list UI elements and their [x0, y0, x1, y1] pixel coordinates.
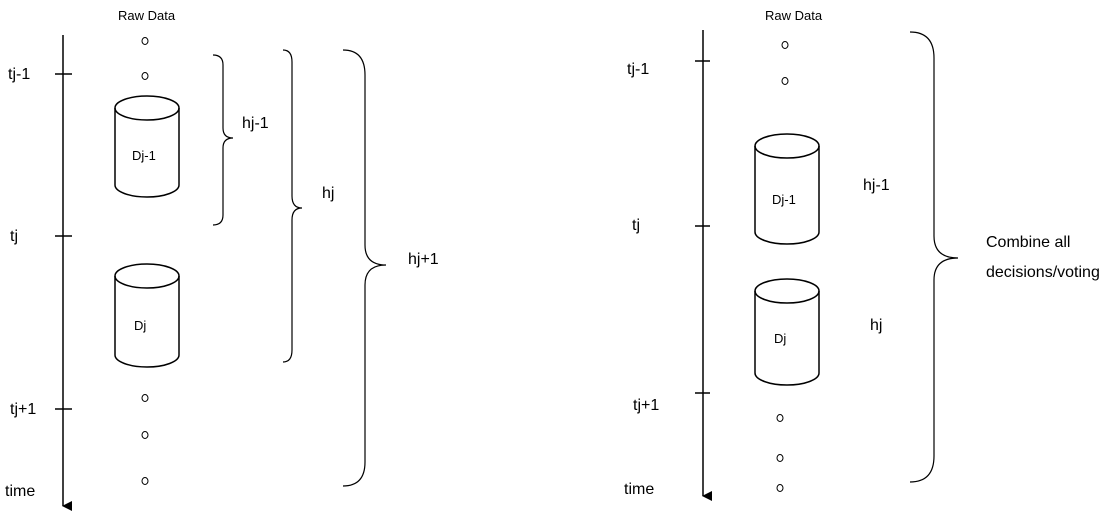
right-db2-label: Dj: [774, 331, 786, 346]
right-h1-label: hj-1: [863, 177, 890, 194]
left-ellipsis-dot: [141, 37, 149, 45]
left-h2-label: hj: [322, 185, 334, 202]
right-ellipsis-dot: [776, 484, 784, 492]
left-ellipsis-dot: [141, 72, 149, 80]
right-ellipsis-dot: [781, 41, 789, 49]
left-time-label: time: [5, 483, 35, 500]
left-brace-hj-minus-1: [212, 54, 234, 226]
left-h3-label: hj+1: [408, 251, 439, 268]
left-database-dj: Dj: [114, 263, 180, 368]
left-panel: Raw Data tj-1 tj tj+1 time Dj-1 Dj hj-1: [5, 8, 439, 511]
right-ellipsis-dot: [776, 454, 784, 462]
left-database-dj-minus-1: Dj-1: [114, 95, 180, 198]
left-db1-label: Dj-1: [132, 148, 156, 163]
left-raw-data-label: Raw Data: [118, 8, 176, 23]
right-raw-data-label: Raw Data: [765, 8, 823, 23]
left-brace-hj: [282, 49, 303, 363]
right-tick-label-tj-minus-1: tj-1: [627, 61, 649, 78]
right-db1-label: Dj-1: [772, 192, 796, 207]
right-database-dj: Dj: [754, 278, 820, 386]
left-ellipsis-dot: [141, 394, 149, 402]
right-tick-label-tj-plus-1: tj+1: [633, 397, 659, 414]
right-h2-label: hj: [870, 317, 882, 334]
left-tick-label-tj: tj: [10, 228, 18, 245]
right-database-dj-minus-1: Dj-1: [754, 133, 820, 245]
right-tick-label-tj: tj: [632, 217, 640, 234]
right-time-label: time: [624, 481, 654, 498]
left-ellipsis-dot: [141, 431, 149, 439]
right-combine-line1: Combine all: [986, 234, 1070, 251]
right-combine-brace: [909, 31, 959, 483]
left-db2-label: Dj: [134, 318, 146, 333]
left-tick-label-tj-plus-1: tj+1: [10, 401, 36, 418]
right-ellipsis-dot: [776, 414, 784, 422]
right-combine-line2: decisions/voting: [986, 264, 1100, 281]
left-ellipsis-dot: [141, 477, 149, 485]
right-ellipsis-dot: [781, 77, 789, 85]
left-h1-label: hj-1: [242, 115, 269, 132]
right-panel: Raw Data tj-1 tj tj+1 time Dj-1 Dj hj-1 …: [624, 8, 1100, 501]
left-tick-label-tj-minus-1: tj-1: [8, 66, 30, 83]
left-brace-hj-plus-1: [342, 49, 387, 487]
